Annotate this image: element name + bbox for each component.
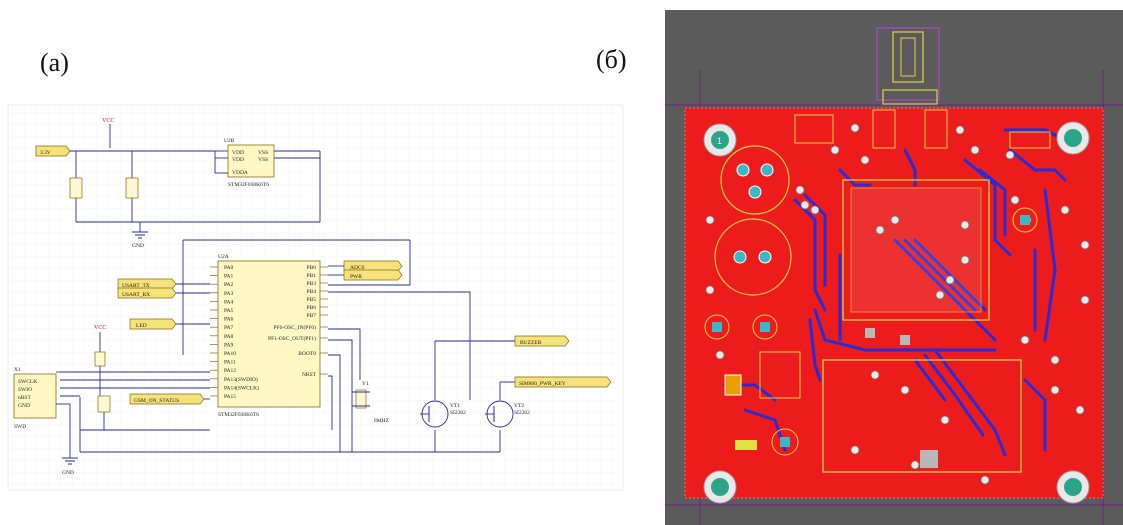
u2a-left-pin: PA13(SWDIO) [224, 376, 258, 383]
mount-hole-bottom-right [1056, 470, 1090, 504]
capacitor-c1 [69, 177, 83, 199]
u2a-left-pin: PA7 [224, 325, 234, 331]
vt2-ref: VT2 [514, 403, 524, 409]
schematic-wires [60, 240, 515, 453]
net-33v-text: 3.3V [40, 150, 51, 156]
u2a-left-pin: PA11 [224, 360, 236, 366]
u2b-pin-vdd1: VDD [232, 150, 244, 156]
vt1-ref: VT1 [450, 403, 460, 409]
u2b-pin-vss1: VSS [258, 150, 268, 156]
transistor-vt2: VT2 SI2302 [485, 400, 530, 428]
gnd-bottom-label: GND [62, 470, 74, 476]
u2a-right-pin: PB1 [307, 273, 317, 279]
u2a-left-pin: PA9 [224, 342, 234, 348]
edge-pads [865, 328, 938, 468]
net-gsm: GSM_ON_STATUS [134, 398, 179, 404]
capacitor-c2 [125, 177, 139, 199]
mount-hole-bottom-left [703, 470, 737, 504]
antenna-connector [876, 27, 940, 105]
net-sim800: SIM800_PWR_KEY [519, 381, 566, 387]
crystal-ref: Y1 [362, 381, 369, 387]
ground-symbol-bottom [62, 457, 78, 465]
u2a-left-pin: PA6 [224, 317, 234, 323]
pcb-traces [723, 128, 1067, 457]
vt1-part: SI2302 [450, 410, 466, 416]
u2a-left-pin: PA10 [224, 351, 236, 357]
u2b-part: STM32F030K6T6 [228, 182, 269, 188]
left-vcc-parts: VCC [80, 325, 210, 431]
u2a-left-pins: PA0PA1PA2PA3PA4PA5PA6PA7PA8PA9PA10PA11PA… [210, 265, 259, 400]
mount-hole-top-left: 1 [703, 123, 737, 157]
u2a-left-pin: PA3 [224, 291, 234, 297]
u2a-left-pin: PA5 [224, 308, 234, 314]
u2a-right-pin: PB6 [307, 305, 317, 311]
u2b-pin-vdda: VDDA [232, 170, 248, 176]
u2a-ref: U2A [218, 254, 229, 260]
u2a-right-pin: PB0 [307, 265, 317, 271]
connector-pin-swio: SWIO [18, 387, 32, 393]
crystal-value: 8MHZ [374, 418, 390, 424]
u2a-left-pin: PA14(SWCLK) [224, 384, 259, 391]
transistor-vt1: VT1 SI2302 [420, 400, 466, 428]
u2a-right-pin: BOOT0 [298, 351, 316, 357]
connector-pin-gnd: GND [18, 403, 30, 409]
u2a-right-pin: NRST [302, 372, 317, 378]
label-a: (а) [40, 48, 69, 77]
label-b: (б) [596, 45, 627, 74]
buzzer-footprint [720, 145, 790, 215]
gnd-top-label: GND [132, 243, 144, 249]
ground-symbol-top [132, 231, 148, 239]
u2a-left-pin: PA4 [224, 299, 234, 305]
u2a-right-pin: PF1-OSC_OUT(PF1) [268, 335, 316, 342]
swd-connector: X1 SWCLK SWIO nRST GND SWD GND [13, 367, 78, 476]
net-led: LED [136, 323, 147, 329]
u2a-left-pin: PA15 [224, 394, 236, 400]
mcu-footprint [842, 179, 990, 321]
pcb-board [684, 107, 1104, 499]
left-net-labels: USART_TX USART_RX LED GSM_ON_STATUS [117, 278, 210, 405]
connector-pin-swclk: SWCLK [18, 379, 37, 385]
u2b-ref: U2B [224, 138, 235, 144]
u2a-left-pin: PA0 [224, 265, 234, 271]
net-buzzer: BUZZER [520, 340, 542, 346]
capacitor-footprint [714, 218, 792, 296]
module-footprint [822, 359, 1022, 473]
vt2-part: SI2302 [514, 410, 530, 416]
u2a-right-pin: PB3 [307, 281, 317, 287]
pcb-layout: 1 [665, 10, 1123, 525]
circuit-schematic: VCC 3.3V GND U2B VDD VDD VDDA VSS VSS ST… [7, 104, 624, 491]
small-components [704, 109, 1051, 456]
u2a-left-pin: PA1 [224, 274, 234, 280]
mount-hole-top-right [1056, 121, 1090, 155]
net-pwr: PWR [350, 274, 362, 280]
power-section: VCC 3.3V GND [35, 118, 320, 249]
vcc-left-label: VCC [94, 325, 106, 331]
vcc-top-label: VCC [102, 118, 114, 124]
u2b-pin-vss2: VSS [258, 157, 268, 163]
net-adc: ADC0 [350, 265, 365, 271]
pcb-vias [705, 123, 1090, 485]
connector-ref: X1 [14, 367, 21, 373]
u2a-right-pin: PB4 [307, 289, 317, 295]
u2a-left-pin: PA8 [224, 334, 234, 340]
u2a-right-pin: PF0-OSC_IN(PF0) [274, 324, 317, 331]
u2a-right-pin: PB7 [307, 313, 317, 319]
net-uart-rx: USART_RX [122, 292, 150, 298]
right-net-labels: ADC0 PWR BUZZER SIM800_PWR_KEY [328, 260, 612, 388]
u2a-mcu: U2A PA0PA1PA2PA3PA4PA5PA6PA7PA8PA9PA10PA… [182, 239, 410, 418]
crystal-y1: Y1 8MHZ [352, 381, 390, 424]
net-33v-flag [35, 145, 71, 157]
mount-hole-label: 1 [717, 136, 722, 146]
connector-pin-nrst: nRST [18, 395, 31, 401]
u2a-right-pin: PB5 [307, 297, 317, 303]
u2a-part: STM32F030K6T6 [218, 412, 259, 418]
u2a-left-pin: PA2 [224, 282, 234, 288]
connector-name: SWD [14, 424, 26, 430]
u2a-left-pin: PA12 [224, 368, 236, 374]
u2b-pin-vdd2: VDD [232, 157, 244, 163]
net-uart-tx: USART_TX [122, 283, 150, 289]
u2b-power-ic: U2B VDD VDD VDDA VSS VSS STM32F030K6T6 [214, 138, 321, 222]
